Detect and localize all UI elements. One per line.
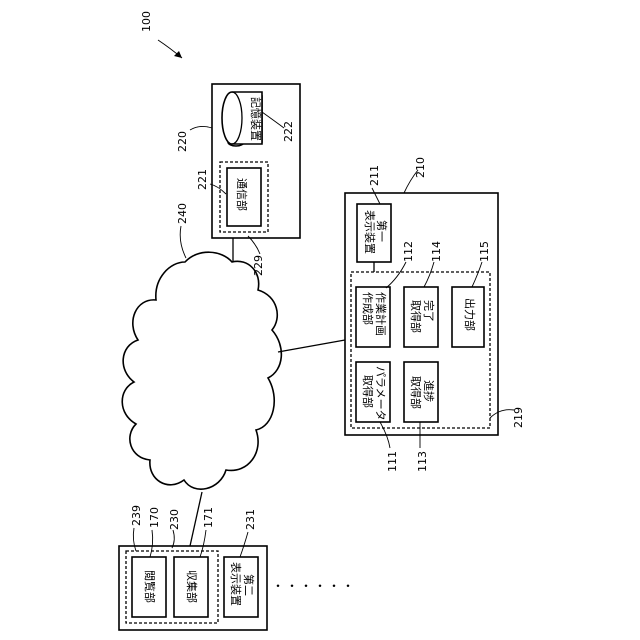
link-network-terminal [190, 492, 202, 546]
storage-dashed-label: 229 [252, 255, 265, 276]
progress-unit-line2: 取得部 [409, 376, 423, 409]
complete-unit-line2: 取得部 [409, 300, 423, 333]
plan-unit-line1: 作業計画 [374, 292, 388, 336]
param-unit-line2: 取得部 [361, 375, 375, 408]
network-label: 240 [176, 203, 189, 224]
browse-unit-text: 閲覧部 [143, 570, 157, 603]
server-leader [404, 170, 418, 193]
collect-unit-label: 171 [202, 507, 215, 528]
link-network-server [278, 340, 345, 352]
storage-server-label: 220 [176, 131, 189, 152]
terminal-dashed-label: 239 [130, 505, 143, 526]
storage-device-label: 222 [282, 121, 295, 142]
second-display-line2: 表示装置 [229, 562, 243, 606]
network-cloud [122, 252, 281, 489]
param-unit-label: 111 [386, 451, 399, 472]
network-leader [180, 226, 186, 258]
second-display-line1: 第二 [242, 574, 256, 596]
output-unit-text: 出力部 [463, 298, 477, 331]
plan-unit-line2: 作成部 [361, 292, 375, 325]
server-label: 210 [414, 157, 427, 178]
param-unit-line1: パラメータ [374, 366, 387, 421]
second-display-label: 231 [244, 509, 257, 530]
browse-unit-label: 170 [148, 507, 161, 528]
output-unit-label: 115 [478, 241, 491, 262]
first-display-line2: 表示装置 [363, 210, 377, 254]
progress-unit-label: 113 [416, 451, 429, 472]
figure-number-label: 100 [140, 11, 153, 32]
complete-unit-line1: 完了 [422, 300, 436, 322]
comm-unit-label: 221 [196, 169, 209, 190]
storage-device-text: 記憶装置 [249, 97, 263, 141]
storage-server-leader [190, 126, 212, 130]
more-terminals-ellipsis: ・・・・・・ [272, 579, 356, 593]
complete-unit-label: 114 [430, 241, 443, 262]
first-display-line1: 第一 [375, 220, 389, 242]
collect-unit-text: 収集部 [185, 570, 199, 603]
comm-unit-text: 通信部 [235, 178, 249, 211]
terminal-label: 230 [168, 509, 181, 530]
plan-unit-label: 112 [402, 241, 415, 262]
first-display-label: 211 [368, 165, 381, 186]
progress-unit-line1: 進捗 [422, 380, 436, 402]
